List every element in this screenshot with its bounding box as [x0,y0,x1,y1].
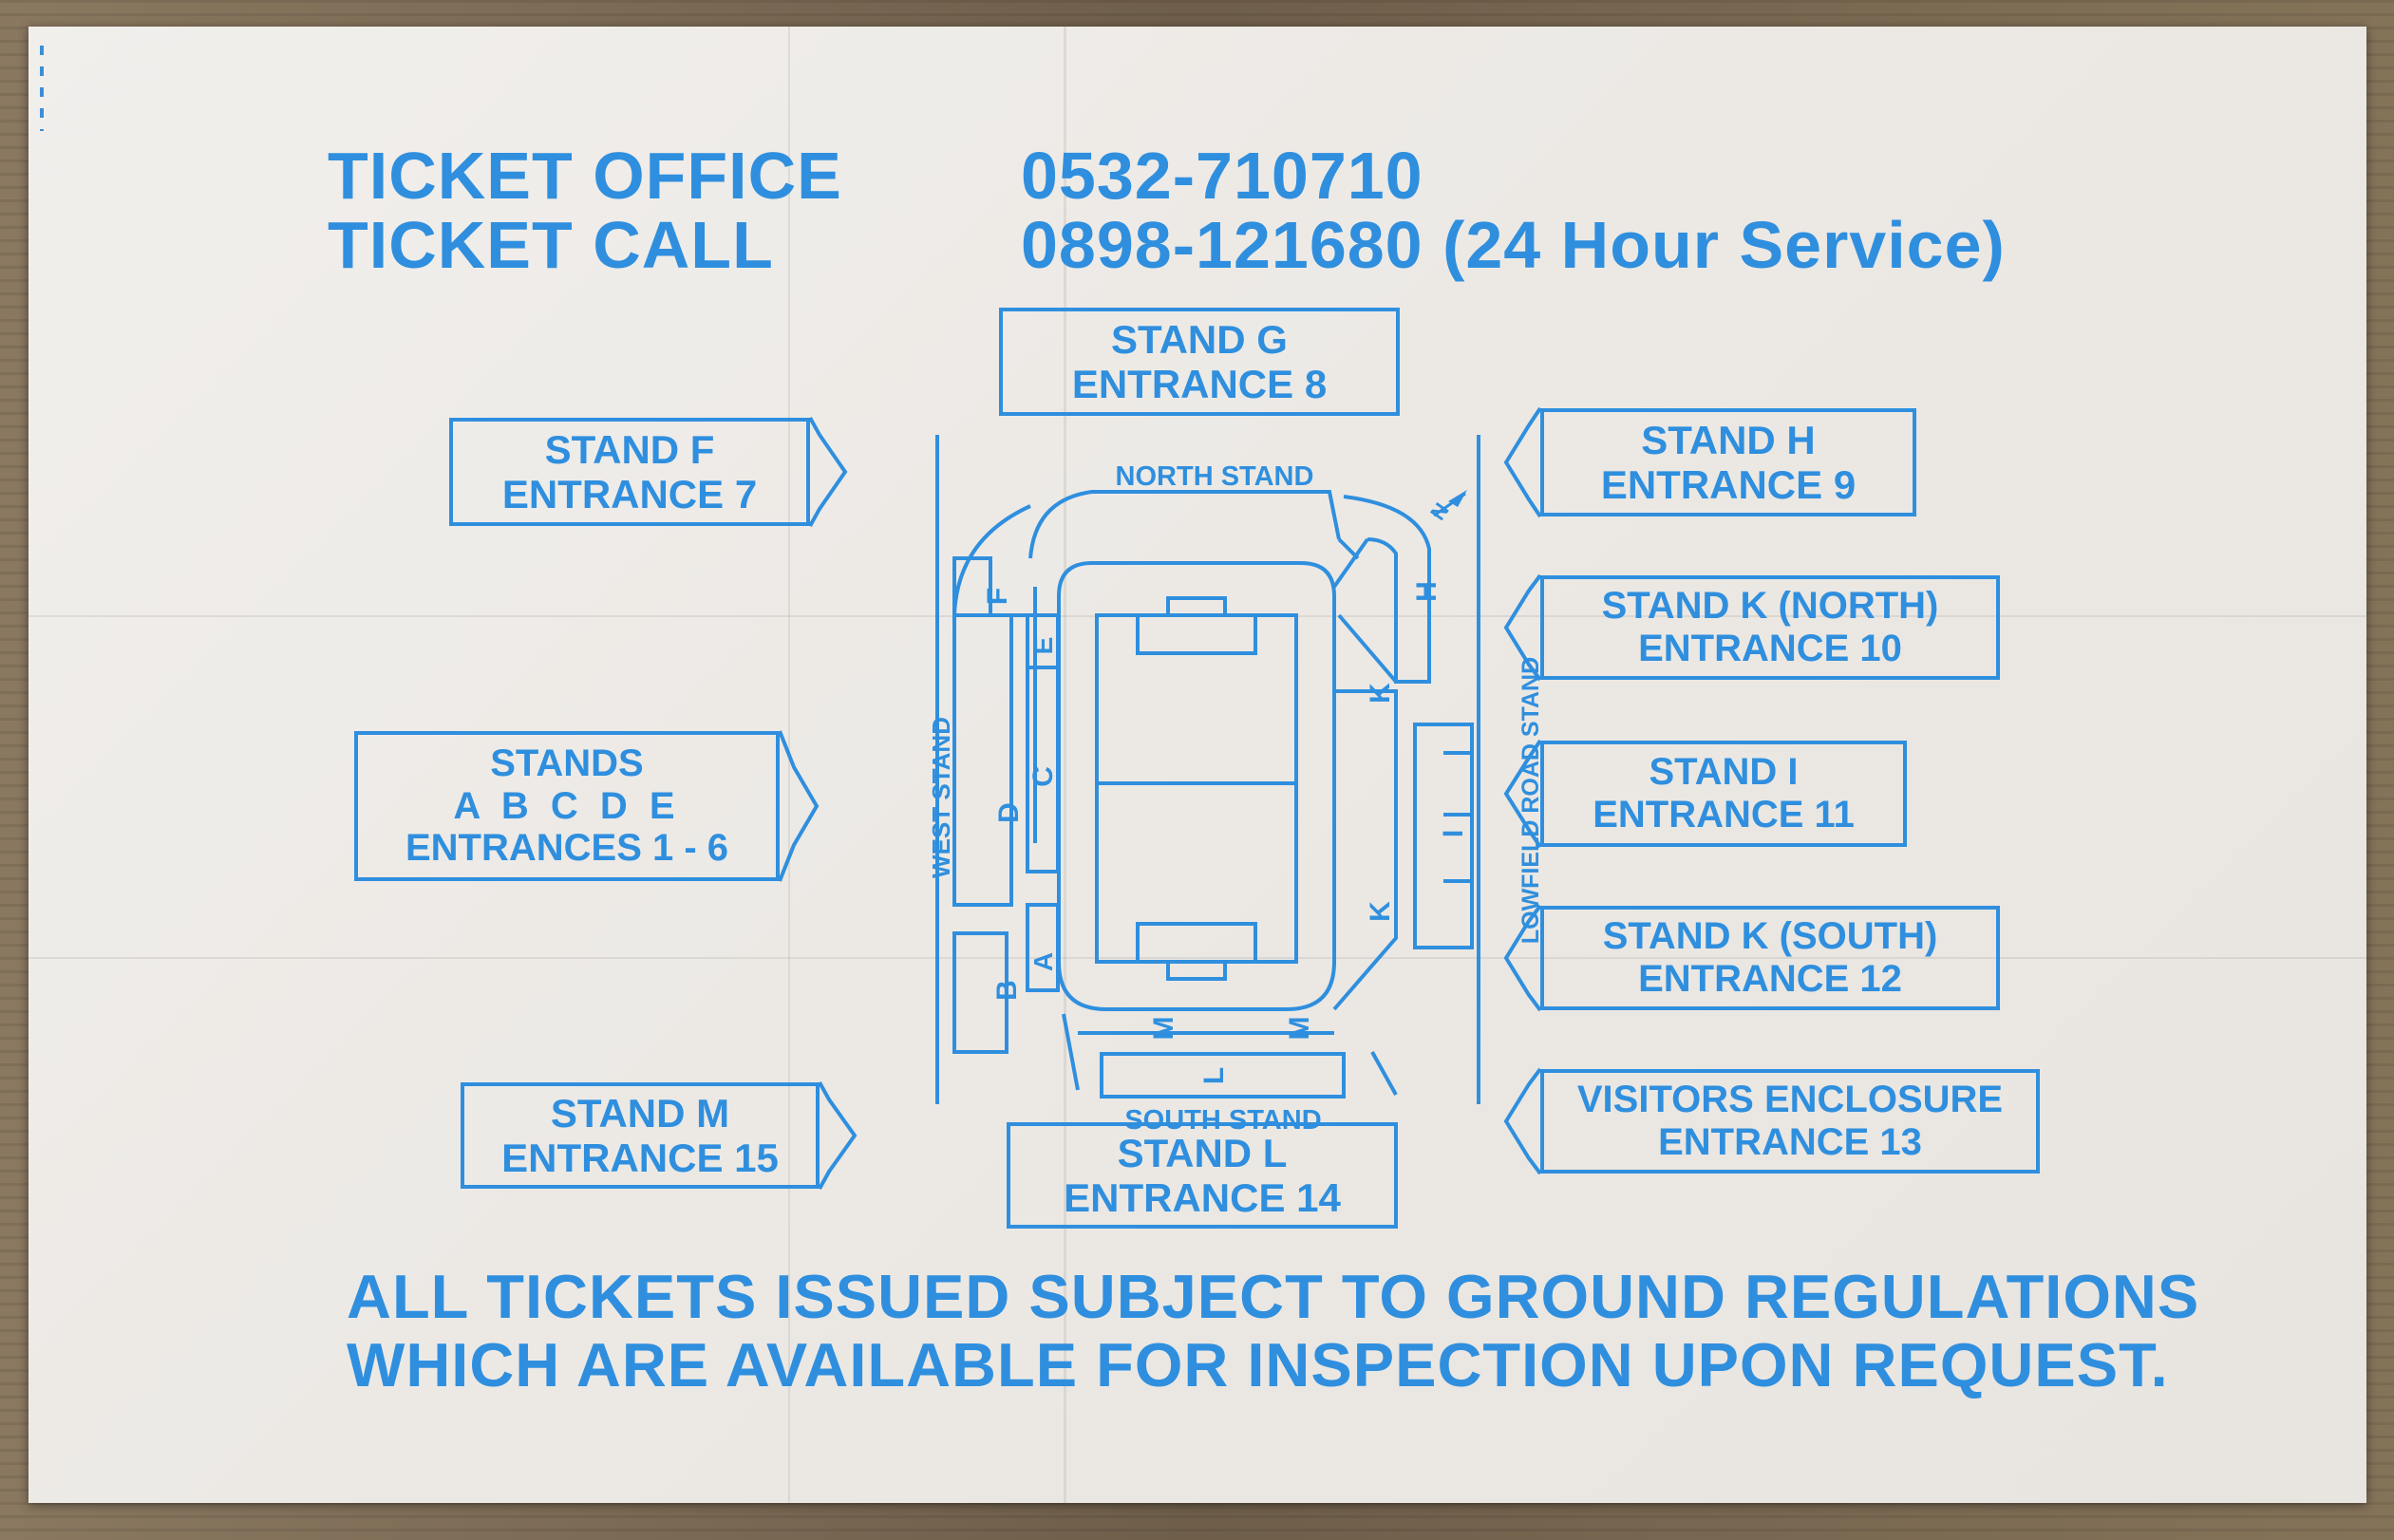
stand-h-pointer [1503,406,1542,518]
svg-text:M: M [1148,1017,1179,1041]
section-e [1026,613,1060,669]
section-l [1100,1052,1346,1099]
footer-line-2: WHICH ARE AVAILABLE FOR INSPECTION UPON … [347,1330,2169,1399]
stand-k-south-box: STAND K (SOUTH)ENTRANCE 12 [1540,906,2000,1010]
svg-text:I: I [1438,830,1469,837]
svg-text:E: E [1028,637,1058,655]
section-d [952,613,1013,907]
svg-text:K: K [1365,901,1396,922]
visitors-pointer [1503,1067,1542,1175]
section-f [952,556,992,617]
west-stand-label: WEST STAND [927,717,955,878]
stand-k-north-pointer [1503,573,1542,682]
north-arrow-icon [1448,490,1467,507]
perforation [40,46,44,131]
section-i [1413,723,1474,949]
ticket-office-number: 0532-710710 [1021,139,1423,213]
svg-text:C: C [1027,766,1059,787]
ticket-call-label: TICKET CALL [328,208,774,282]
svg-text:A: A [1028,952,1058,971]
section-c [1026,666,1060,873]
section-b [952,931,1008,1054]
svg-text:M: M [1284,1017,1315,1041]
svg-text:B: B [991,980,1023,1001]
stand-m-pointer [818,1081,858,1190]
pitch [1095,613,1298,964]
stand-i-pointer [1503,739,1542,849]
stand-k-north-box: STAND K (NORTH)ENTRANCE 10 [1540,575,2000,680]
stand-f-pointer [808,417,848,527]
svg-text:D: D [993,802,1025,823]
svg-text:F: F [982,588,1013,605]
compass-n: N [1425,498,1454,524]
footer-line-1: ALL TICKETS ISSUED SUBJECT TO GROUND REG… [347,1262,2200,1331]
svg-text:L: L [1198,1067,1230,1084]
ticket-call-number: 0898-121680 (24 Hour Service) [1021,208,2006,282]
svg-text:H: H [1411,581,1442,602]
north-stand-label: NORTH STAND [1116,461,1314,492]
stands-abcde-pointer [778,730,820,882]
ticket-office-label: TICKET OFFICE [328,139,842,213]
ticket: TICKET OFFICE 0532-710710 TICKET CALL 08… [28,27,2366,1503]
svg-text:K: K [1365,683,1396,704]
section-a [1026,903,1060,992]
